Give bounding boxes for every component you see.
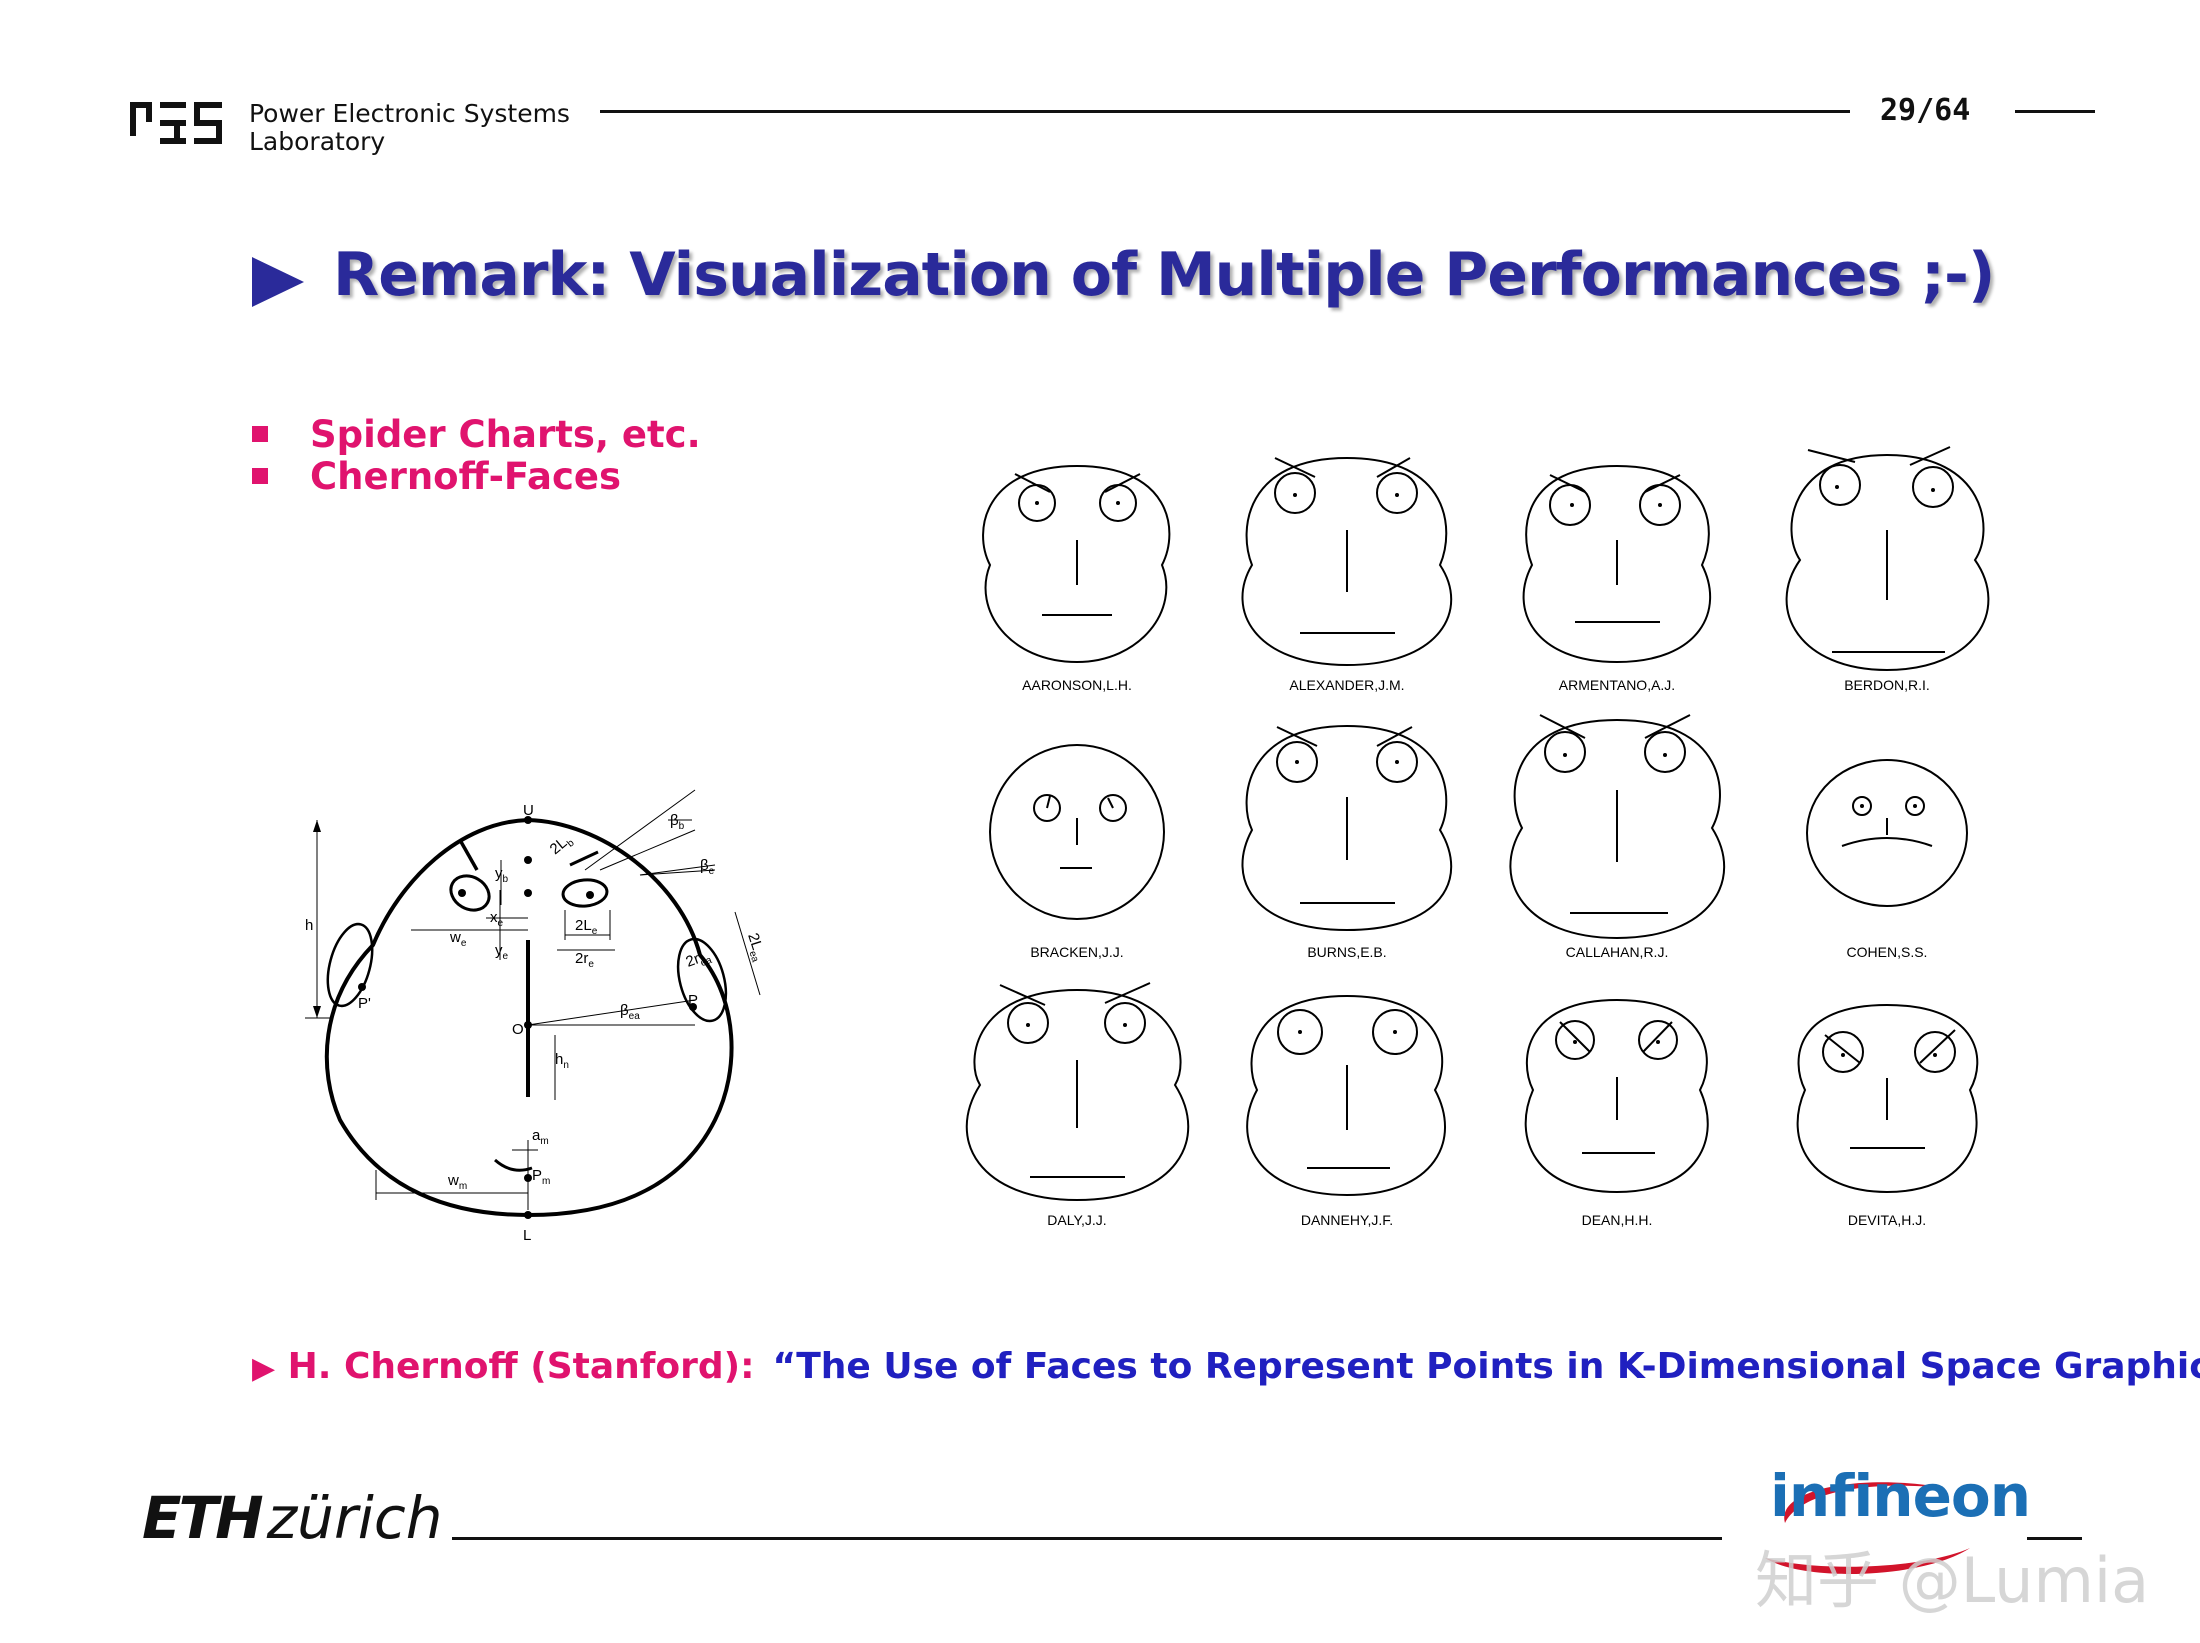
face-label: COHEN,S.S. — [1846, 944, 1928, 960]
bullet-spider-charts: Spider Charts, etc. — [252, 413, 701, 456]
left-ear — [326, 922, 374, 1008]
face-armentano — [1522, 464, 1712, 664]
watermark: 知乎 @Lumia — [1755, 1544, 2150, 1617]
label-beta-b: βb — [670, 812, 685, 832]
face-label: CALLAHAN,R.J. — [1565, 944, 1669, 960]
reference-line: ▶ H. Chernoff (Stanford): “The Use of Fac… — [252, 1346, 2200, 1387]
label-P: P — [688, 992, 698, 1009]
face-label: BERDON,R.I. — [1844, 677, 1930, 693]
footer-rule-left — [452, 1537, 1722, 1540]
label-h-n: hn — [555, 1051, 569, 1071]
label-beta-e: βe — [700, 857, 715, 877]
face-label: DEVITA,H.J. — [1847, 1212, 1927, 1228]
lab-name-line1: Power Electronic Systems — [249, 99, 570, 128]
lab-name: Power Electronic Systems Laboratory — [249, 100, 570, 156]
label-O: O — [512, 1021, 524, 1038]
eth-logo-bold: ETH — [142, 1484, 264, 1552]
face-alexander — [1241, 456, 1453, 667]
face-aaronson — [982, 464, 1171, 664]
label-P-prime: P' — [358, 995, 371, 1012]
label-2L-b: 2Lb — [547, 830, 577, 860]
bullet-text: Chernoff-Faces — [310, 455, 622, 498]
face-berdon — [1785, 446, 1990, 672]
label-h: h — [305, 917, 313, 934]
face-callahan — [1509, 714, 1726, 940]
bullet-square-icon — [252, 467, 268, 484]
label-U: U — [523, 802, 534, 819]
face-bracken — [989, 744, 1165, 920]
label-y-e: ye — [495, 942, 509, 962]
bullet-chernoff-faces: Chernoff-Faces — [252, 455, 621, 498]
left-brow — [458, 839, 479, 871]
label-beta-ea: βea — [620, 1002, 640, 1022]
right-ear — [676, 937, 728, 1023]
right-brow — [569, 850, 599, 867]
label-2r-e: 2re — [575, 950, 594, 970]
title-arrow-icon — [252, 257, 304, 307]
reference-arrow-icon: ▶ — [252, 1351, 276, 1386]
face-label: AARONSON,L.H. — [1022, 677, 1132, 693]
infineon-logo: infineon — [1770, 1462, 2031, 1530]
bullet-square-icon — [252, 425, 268, 442]
label-w-e: we — [449, 929, 467, 949]
face-label: BRACKEN,J.J. — [1030, 944, 1124, 960]
mouth — [494, 1158, 533, 1172]
eth-logo-rest: zürich — [266, 1484, 443, 1552]
label-a-m: am — [532, 1127, 549, 1147]
bullet-text: Spider Charts, etc. — [310, 413, 701, 456]
face-burns — [1241, 724, 1453, 932]
label-2L-e: 2Le — [575, 917, 598, 937]
label-x-e: xe — [490, 909, 504, 929]
label-y-b: yb — [495, 865, 509, 885]
face-daly — [965, 982, 1190, 1202]
footer-rule-right — [2027, 1537, 2082, 1540]
face-label: DALY,J.J. — [1047, 1212, 1107, 1228]
face-label: ALEXANDER,J.M. — [1289, 677, 1405, 693]
pes-logo — [130, 102, 222, 144]
infineon-swoosh-icon — [1765, 1482, 1970, 1575]
face-dean — [1524, 998, 1709, 1194]
label-P-m: Pm — [532, 1167, 550, 1187]
face-label: DANNEHY,J.F. — [1300, 1212, 1394, 1228]
face-devita — [1796, 1003, 1979, 1194]
label-2r-ea: 2rea — [684, 946, 714, 973]
face-label: ARMENTANO,A.J. — [1558, 677, 1676, 693]
reference-author: H. Chernoff (Stanford): — [287, 1346, 755, 1387]
label-w-m: wm — [447, 1172, 467, 1192]
chernoff-faces-grid — [965, 446, 1990, 1202]
lab-name-line2: Laboratory — [249, 127, 386, 156]
chernoff-parameter-diagram: U L O P P' h hn we xe ye yb 2Le 2re 2Lb … — [305, 789, 769, 1244]
label-L: L — [523, 1227, 531, 1244]
right-eye — [561, 878, 609, 908]
slide-title: Remark: Visualization of Multiple Perfor… — [333, 240, 1995, 310]
header-rule-right — [2015, 110, 2095, 113]
reference-paper-title: “The Use of Faces to Represent Points in… — [772, 1346, 2200, 1387]
header-rule-left — [600, 110, 1850, 113]
face-label: BURNS,E.B. — [1307, 944, 1387, 960]
page-number: 29/64 — [1880, 93, 1971, 128]
face-label: DEAN,H.H. — [1581, 1212, 1653, 1228]
label-2L-ea: 2Lea — [741, 931, 769, 964]
left-eye — [449, 874, 491, 912]
face-cohen — [1806, 759, 1968, 907]
face-dannehy — [1246, 994, 1446, 1197]
